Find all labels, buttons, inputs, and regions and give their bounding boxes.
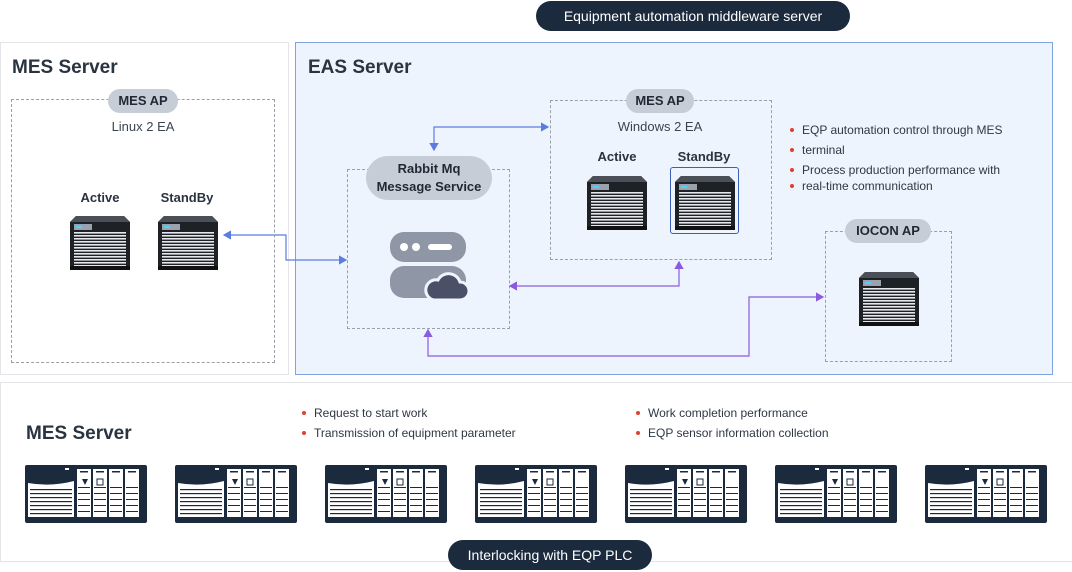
standby-label: StandBy	[160, 190, 214, 205]
eas-active-label: Active	[597, 149, 637, 164]
link-rabbit-iocon	[423, 292, 825, 357]
server-icon	[156, 210, 220, 270]
mes-server-title: MES Server	[12, 57, 118, 78]
mes-bottom-bullet: Request to start work	[301, 403, 427, 423]
server-icon	[585, 170, 649, 230]
eas-bullet-cont: real-time communication	[790, 176, 933, 196]
standby-highlight	[670, 167, 739, 234]
rabbit-mq-tag: Rabbit Mq Message Service	[366, 156, 492, 200]
server-icon	[68, 210, 132, 270]
footer-title: Interlocking with EQP PLC	[448, 540, 652, 570]
rabbit-mq-line2: Message Service	[376, 179, 482, 194]
mes-bottom-bullet: Work completion performance	[636, 403, 808, 423]
mes-ap-subtitle: Linux 2 EA	[111, 119, 175, 134]
eas-mes-ap-subtitle: Windows 2 EA	[617, 119, 703, 134]
eas-server-title: EAS Server	[308, 57, 412, 78]
eas-bullet-cont: terminal	[790, 140, 845, 160]
server-icon	[673, 170, 737, 230]
mes-ap-tag: MES AP	[108, 89, 178, 113]
iocon-ap-tag: IOCON AP	[845, 219, 931, 243]
plc-icon	[475, 465, 597, 523]
plc-icon	[625, 465, 747, 523]
eas-bullet: EQP automation control through MES	[790, 120, 1003, 140]
eas-bullet: Process production performance with	[789, 160, 1000, 180]
mes-bottom-bullet: Transmission of equipment parameter	[302, 423, 516, 443]
plc-icon	[175, 465, 297, 523]
mes-bottom-title: MES Server	[26, 423, 132, 444]
eas-standby-label: StandBy	[677, 149, 731, 164]
server-icon	[857, 266, 921, 326]
rabbit-mq-line1: Rabbit Mq	[397, 161, 461, 176]
link-rabbit-standby	[508, 260, 684, 291]
eas-mes-ap-tag: MES AP	[626, 89, 694, 113]
plc-icon	[25, 465, 147, 523]
active-label: Active	[80, 190, 120, 205]
plc-icon	[925, 465, 1047, 523]
plc-icon	[325, 465, 447, 523]
plc-icon	[775, 465, 897, 523]
link-rabbit-easmes	[429, 122, 550, 152]
header-title: Equipment automation middleware server	[536, 1, 850, 31]
mes-bottom-bullet: EQP sensor information collection	[636, 423, 829, 443]
link-mes-rabbit	[222, 230, 348, 265]
